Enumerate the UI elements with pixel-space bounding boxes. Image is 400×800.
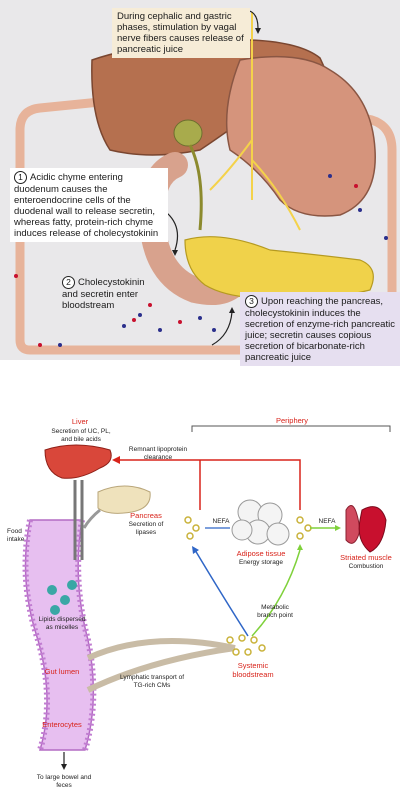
bile-duct <box>73 480 84 560</box>
branch-green-arrow <box>251 549 301 637</box>
muscle-title: Striated muscle <box>340 553 392 562</box>
lipids-label: Lipids dispersed as micelles <box>38 616 86 631</box>
chylomicron-particles <box>184 516 312 656</box>
lipid-metabolism-panel: Liver Secretion of UC, PL, and bile acid… <box>0 400 400 800</box>
pancreas-secretion: Secretion of lipases <box>128 521 164 536</box>
nefa-right-label: NEFA <box>318 518 336 525</box>
liver-secretion: Secretion of UC, PL, and bile acids <box>51 428 111 443</box>
heart <box>358 506 387 553</box>
pancreas <box>184 236 374 299</box>
muscle-sub: Combustion <box>348 563 384 570</box>
periphery-bracket <box>191 425 391 432</box>
step2-text: Cholecystokinin and secretin enter blood… <box>62 277 145 311</box>
step3-arrow <box>211 311 233 346</box>
food-intake-label: Food intake <box>7 528 25 543</box>
secretin-dots <box>14 184 358 347</box>
gallbladder <box>173 119 203 147</box>
step1-number: 1 <box>14 171 27 184</box>
remnant-label: Remnant lipoprotein clearance <box>128 446 188 461</box>
nefa-left-label: NEFA <box>212 518 230 525</box>
enterocytes-label: Enterocytes <box>42 720 82 729</box>
micelles <box>47 580 77 615</box>
gut-lumen-label: Gut lumen <box>44 667 80 676</box>
pancreatic-secretion-panel: During cephalic and gastric phases, stim… <box>0 0 400 366</box>
lipid-flow-illustration <box>22 425 391 770</box>
remnant-clearance-arrow <box>118 459 301 510</box>
step3-text: Upon reaching the pancreas, cholecystoki… <box>245 296 395 363</box>
adipose-sub: Energy storage <box>238 559 284 566</box>
step3-number: 3 <box>245 295 258 308</box>
periphery-label: Periphery <box>275 416 309 425</box>
step1-text: Acidic chyme entering duodenum causes th… <box>14 172 159 239</box>
liver-shape <box>44 444 112 479</box>
blood-vessel-loop <box>15 97 101 340</box>
lymphatic-vessel <box>86 637 236 661</box>
pancreas-title: Pancreas <box>130 511 162 520</box>
liver-title: Liver <box>71 417 89 426</box>
gut-tube <box>24 519 95 751</box>
step2-number: 2 <box>62 276 75 289</box>
vagus-nerve <box>209 12 301 231</box>
adipocytes <box>231 499 290 546</box>
stomach <box>225 55 376 217</box>
pancreas-shape <box>97 485 151 514</box>
vagal-callout-text: During cephalic and gastric phases, stim… <box>117 11 244 55</box>
metabolic-label: Metabolic branch point <box>257 604 293 619</box>
large-bowel-label: To large bowel and feces <box>36 774 92 789</box>
branch-blue-arrow <box>194 549 249 637</box>
adipose-title: Adipose tissue <box>236 549 286 558</box>
systemic-label: Systemic bloodstream <box>232 661 274 679</box>
lymphatic-label: Lymphatic transport of TG-rich CMs <box>119 674 185 689</box>
vagal-callout: During cephalic and gastric phases, stim… <box>112 8 250 58</box>
striated-muscle <box>345 505 361 544</box>
